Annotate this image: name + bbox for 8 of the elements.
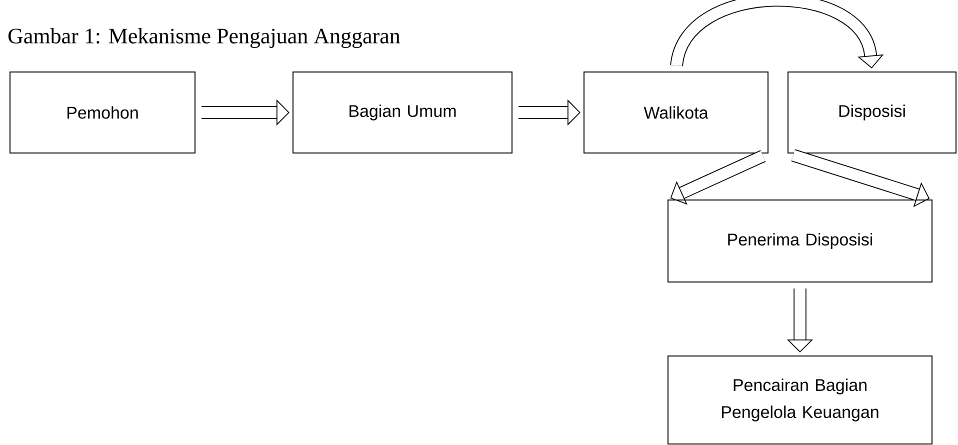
process-box: Pemohon xyxy=(10,72,196,154)
process-box: Penerima Disposisi xyxy=(668,200,932,282)
process-box: Disposisi xyxy=(788,72,956,154)
process-box: Pencairan Bagian Pengelola Keuangan xyxy=(668,356,932,444)
block-arrow xyxy=(670,150,766,205)
title: Gambar 1: Mekanisme Pengajuan Anggaran xyxy=(8,28,400,48)
process-box: Bagian Umum xyxy=(292,72,512,154)
process-box: Walikota xyxy=(584,72,768,154)
